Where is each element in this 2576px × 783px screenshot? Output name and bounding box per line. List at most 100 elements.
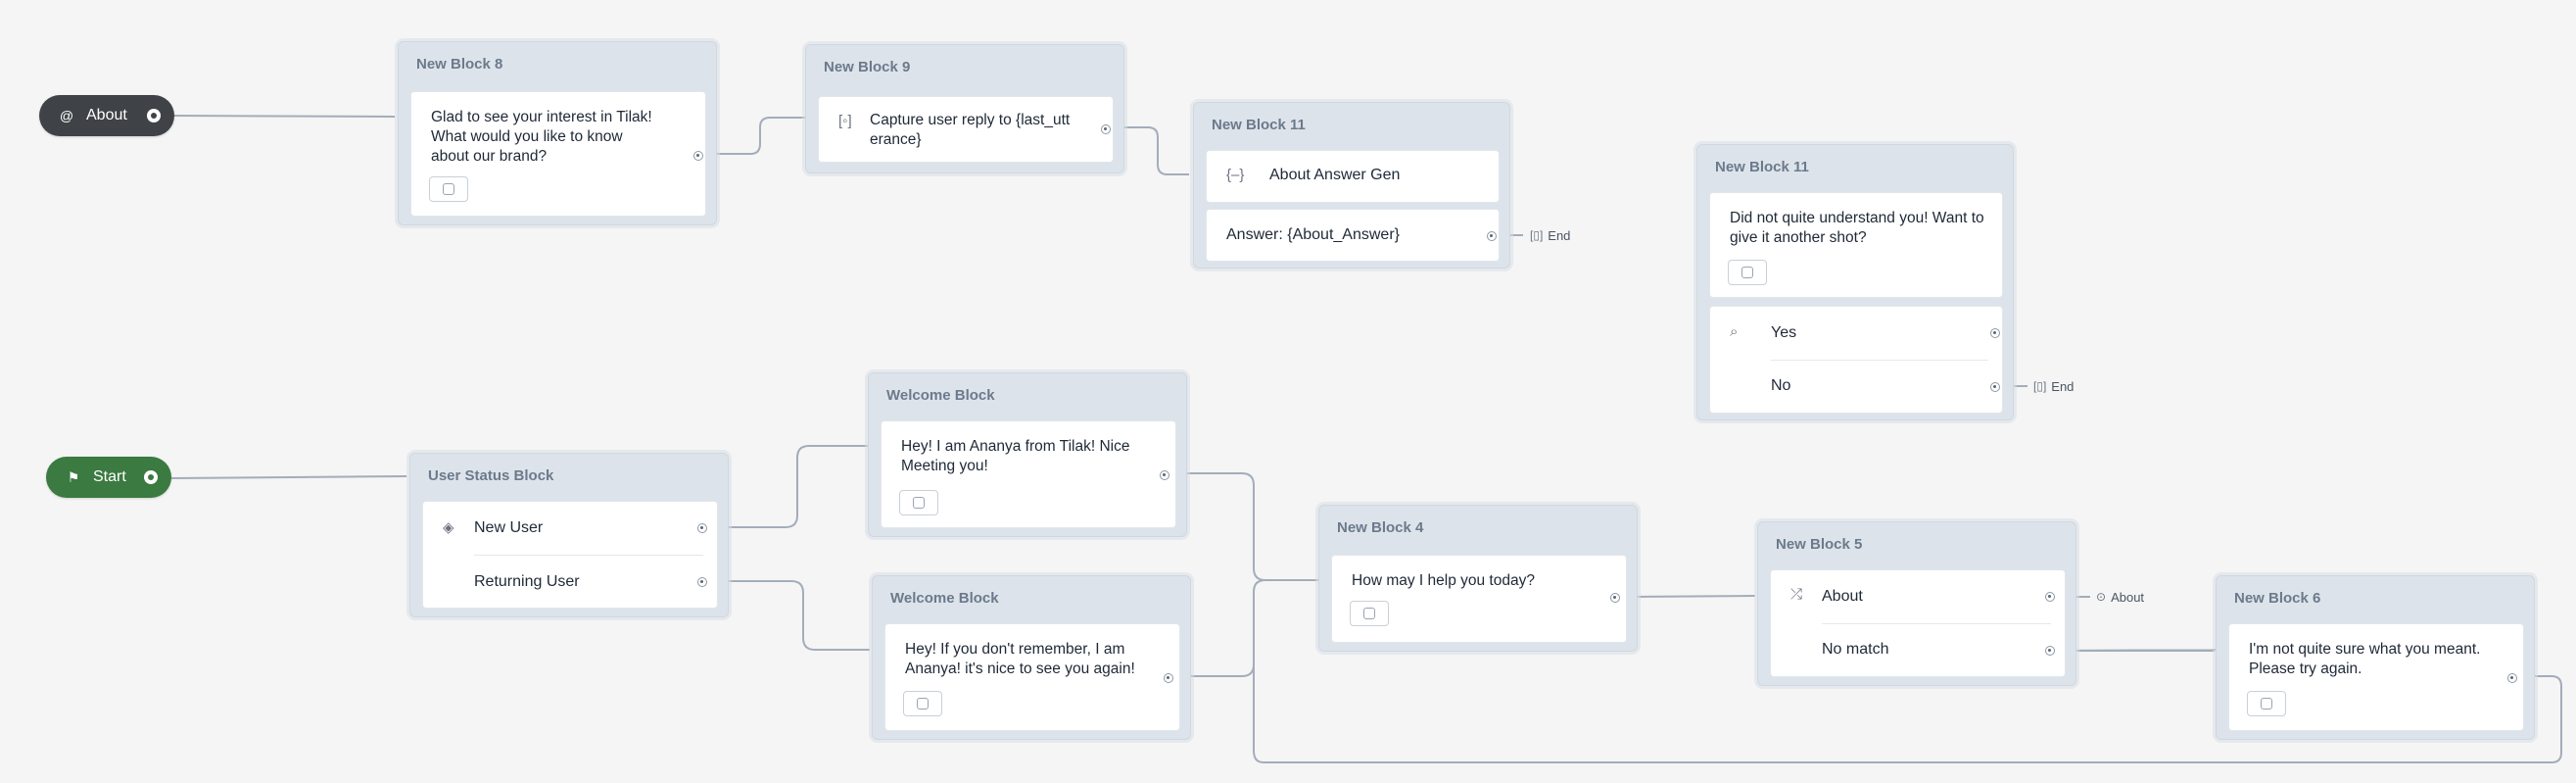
- end-tag[interactable]: [▯] End: [2033, 375, 2075, 397]
- at-icon: @: [59, 108, 74, 123]
- end-tag[interactable]: [▯] End: [1530, 224, 1571, 246]
- message-text: How may I help you today?: [1352, 572, 1535, 589]
- about-output-port[interactable]: [147, 109, 161, 122]
- edge-welcome2-to-block4: [1181, 579, 1266, 677]
- media-attachment-button[interactable]: [1728, 260, 1767, 285]
- block-title: New Block 9: [824, 59, 911, 75]
- block-welcome-2[interactable]: Welcome Block Hey! If you don't remember…: [872, 575, 1191, 740]
- start-label: Start: [93, 468, 126, 485]
- output-port[interactable]: [1164, 673, 1173, 683]
- shuffle-icon: ⤮: [1790, 586, 1803, 603]
- block-title: New Block 4: [1337, 519, 1424, 536]
- message-text: I'm not quite sure what you meant. Pleas…: [2249, 641, 2481, 677]
- divider: [1771, 360, 1988, 361]
- edge-newuser-to-welcome1: [720, 445, 868, 528]
- end-icon: [▯]: [1530, 228, 1544, 242]
- block-new-block-5[interactable]: New Block 5 ⤮ About No match: [1757, 521, 2076, 686]
- image-icon: [1363, 608, 1375, 619]
- message-card[interactable]: I'm not quite sure what you meant. Pleas…: [2228, 623, 2524, 731]
- divider: [1822, 623, 2051, 624]
- new-user-label: New User: [474, 519, 544, 536]
- output-port[interactable]: [1487, 231, 1497, 241]
- message-text: Glad to see your interest in Tilak! What…: [431, 109, 652, 165]
- jump-label: About: [2111, 589, 2145, 605]
- end-icon: [▯]: [2033, 379, 2047, 393]
- answer-gen-card[interactable]: {–} About Answer Gen: [1206, 150, 1500, 203]
- output-port[interactable]: [2507, 673, 2517, 683]
- new-user-output-port[interactable]: [697, 523, 707, 533]
- output-port[interactable]: [693, 151, 703, 161]
- yes-output-port[interactable]: [1990, 328, 2000, 338]
- block-new-block-11-retry[interactable]: New Block 11 Did not quite understand yo…: [1696, 144, 2014, 420]
- start-node[interactable]: ⚑ Start: [46, 457, 171, 498]
- output-port[interactable]: [1160, 470, 1169, 480]
- image-icon: [443, 183, 454, 195]
- block-new-block-4[interactable]: New Block 4 How may I help you today?: [1318, 505, 1638, 652]
- condition-card[interactable]: ◈ New User Returning User: [422, 501, 718, 609]
- output-port[interactable]: [1101, 124, 1111, 134]
- block-new-block-8[interactable]: New Block 8 Glad to see your interest in…: [398, 41, 717, 225]
- capture-card[interactable]: [◦] Capture user reply to {last_utt eran…: [818, 96, 1114, 163]
- image-icon: [2261, 698, 2272, 710]
- flag-icon: ⚑: [67, 468, 80, 485]
- message-text: Hey! I am Ananya from Tilak! Nice Meetin…: [901, 438, 1130, 474]
- media-attachment-button[interactable]: [429, 176, 468, 202]
- edge-welcome1-to-block4: [1177, 472, 1322, 581]
- start-output-port[interactable]: [144, 470, 158, 484]
- block-new-block-6[interactable]: New Block 6 I'm not quite sure what you …: [2216, 575, 2535, 740]
- edge-about-to-block8: [173, 115, 396, 118]
- capture-text: Capture user reply to {last_utt erance}: [870, 112, 1071, 148]
- divider: [474, 555, 703, 556]
- choice-yes-label: Yes: [1771, 324, 1797, 341]
- block-title: New Block 5: [1776, 536, 1863, 553]
- diamond-condition-icon: ◈: [443, 519, 454, 536]
- block-title: New Block 11: [1212, 117, 1306, 133]
- capture-icon: [◦]: [838, 113, 852, 129]
- output-port[interactable]: [1610, 593, 1620, 603]
- block-title: New Block 6: [2234, 590, 2321, 607]
- answer-card[interactable]: Answer: {About_Answer}: [1206, 209, 1500, 262]
- link-icon: ⊙: [2096, 590, 2107, 604]
- block-title: Welcome Block: [890, 590, 999, 607]
- block-new-block-11-answer[interactable]: New Block 11 {–} About Answer Gen Answer…: [1193, 102, 1510, 269]
- jump-tag[interactable]: ⊙ About: [2096, 586, 2145, 608]
- image-icon: [1741, 267, 1753, 278]
- end-label: End: [1548, 227, 1571, 243]
- block-title: User Status Block: [428, 467, 554, 484]
- media-attachment-button[interactable]: [1350, 601, 1389, 626]
- intent-about-label: About: [1822, 588, 1863, 605]
- intent-card[interactable]: ⤮ About No match: [1770, 569, 2066, 677]
- choice-no-label: No: [1771, 377, 1791, 394]
- intent-no-match-label: No match: [1822, 641, 1889, 658]
- block-new-block-9[interactable]: New Block 9 [◦] Capture user reply to {l…: [805, 44, 1124, 173]
- block-title: New Block 11: [1715, 159, 1809, 175]
- returning-user-output-port[interactable]: [697, 577, 707, 587]
- message-card[interactable]: Hey! If you don't remember, I am Ananya!…: [884, 623, 1180, 731]
- edge-start-to-userstatus: [170, 475, 407, 479]
- message-card[interactable]: Hey! I am Ananya from Tilak! Nice Meetin…: [881, 420, 1176, 528]
- choice-icon: ⌕: [1730, 323, 1739, 340]
- media-attachment-button[interactable]: [2247, 691, 2286, 716]
- about-output-port[interactable]: [2045, 592, 2055, 602]
- choice-card[interactable]: ⌕ Yes No: [1709, 306, 2003, 414]
- edge-block4-to-block5: [1627, 595, 1756, 598]
- message-card[interactable]: Glad to see your interest in Tilak! What…: [410, 91, 706, 217]
- image-icon: [917, 698, 929, 710]
- media-attachment-button[interactable]: [899, 490, 938, 515]
- message-card[interactable]: How may I help you today?: [1331, 555, 1627, 643]
- block-title: Welcome Block: [886, 387, 995, 404]
- block-welcome-1[interactable]: Welcome Block Hey! I am Ananya from Tila…: [868, 372, 1187, 537]
- code-braces-icon: {–}: [1226, 167, 1245, 183]
- block-title: New Block 8: [416, 56, 503, 73]
- retry-message-card[interactable]: Did not quite understand you! Want to gi…: [1709, 192, 2003, 298]
- about-trigger-node[interactable]: @ About: [39, 95, 174, 136]
- no-match-output-port[interactable]: [2045, 646, 2055, 656]
- returning-user-label: Returning User: [474, 573, 580, 590]
- message-text: Hey! If you don't remember, I am Ananya!…: [905, 641, 1135, 677]
- block-user-status[interactable]: User Status Block ◈ New User Returning U…: [409, 453, 729, 617]
- no-output-port[interactable]: [1990, 382, 2000, 392]
- end-label: End: [2051, 378, 2075, 394]
- media-attachment-button[interactable]: [903, 691, 942, 716]
- edge-returning-to-welcome2: [720, 580, 870, 651]
- about-trigger-label: About: [86, 107, 127, 123]
